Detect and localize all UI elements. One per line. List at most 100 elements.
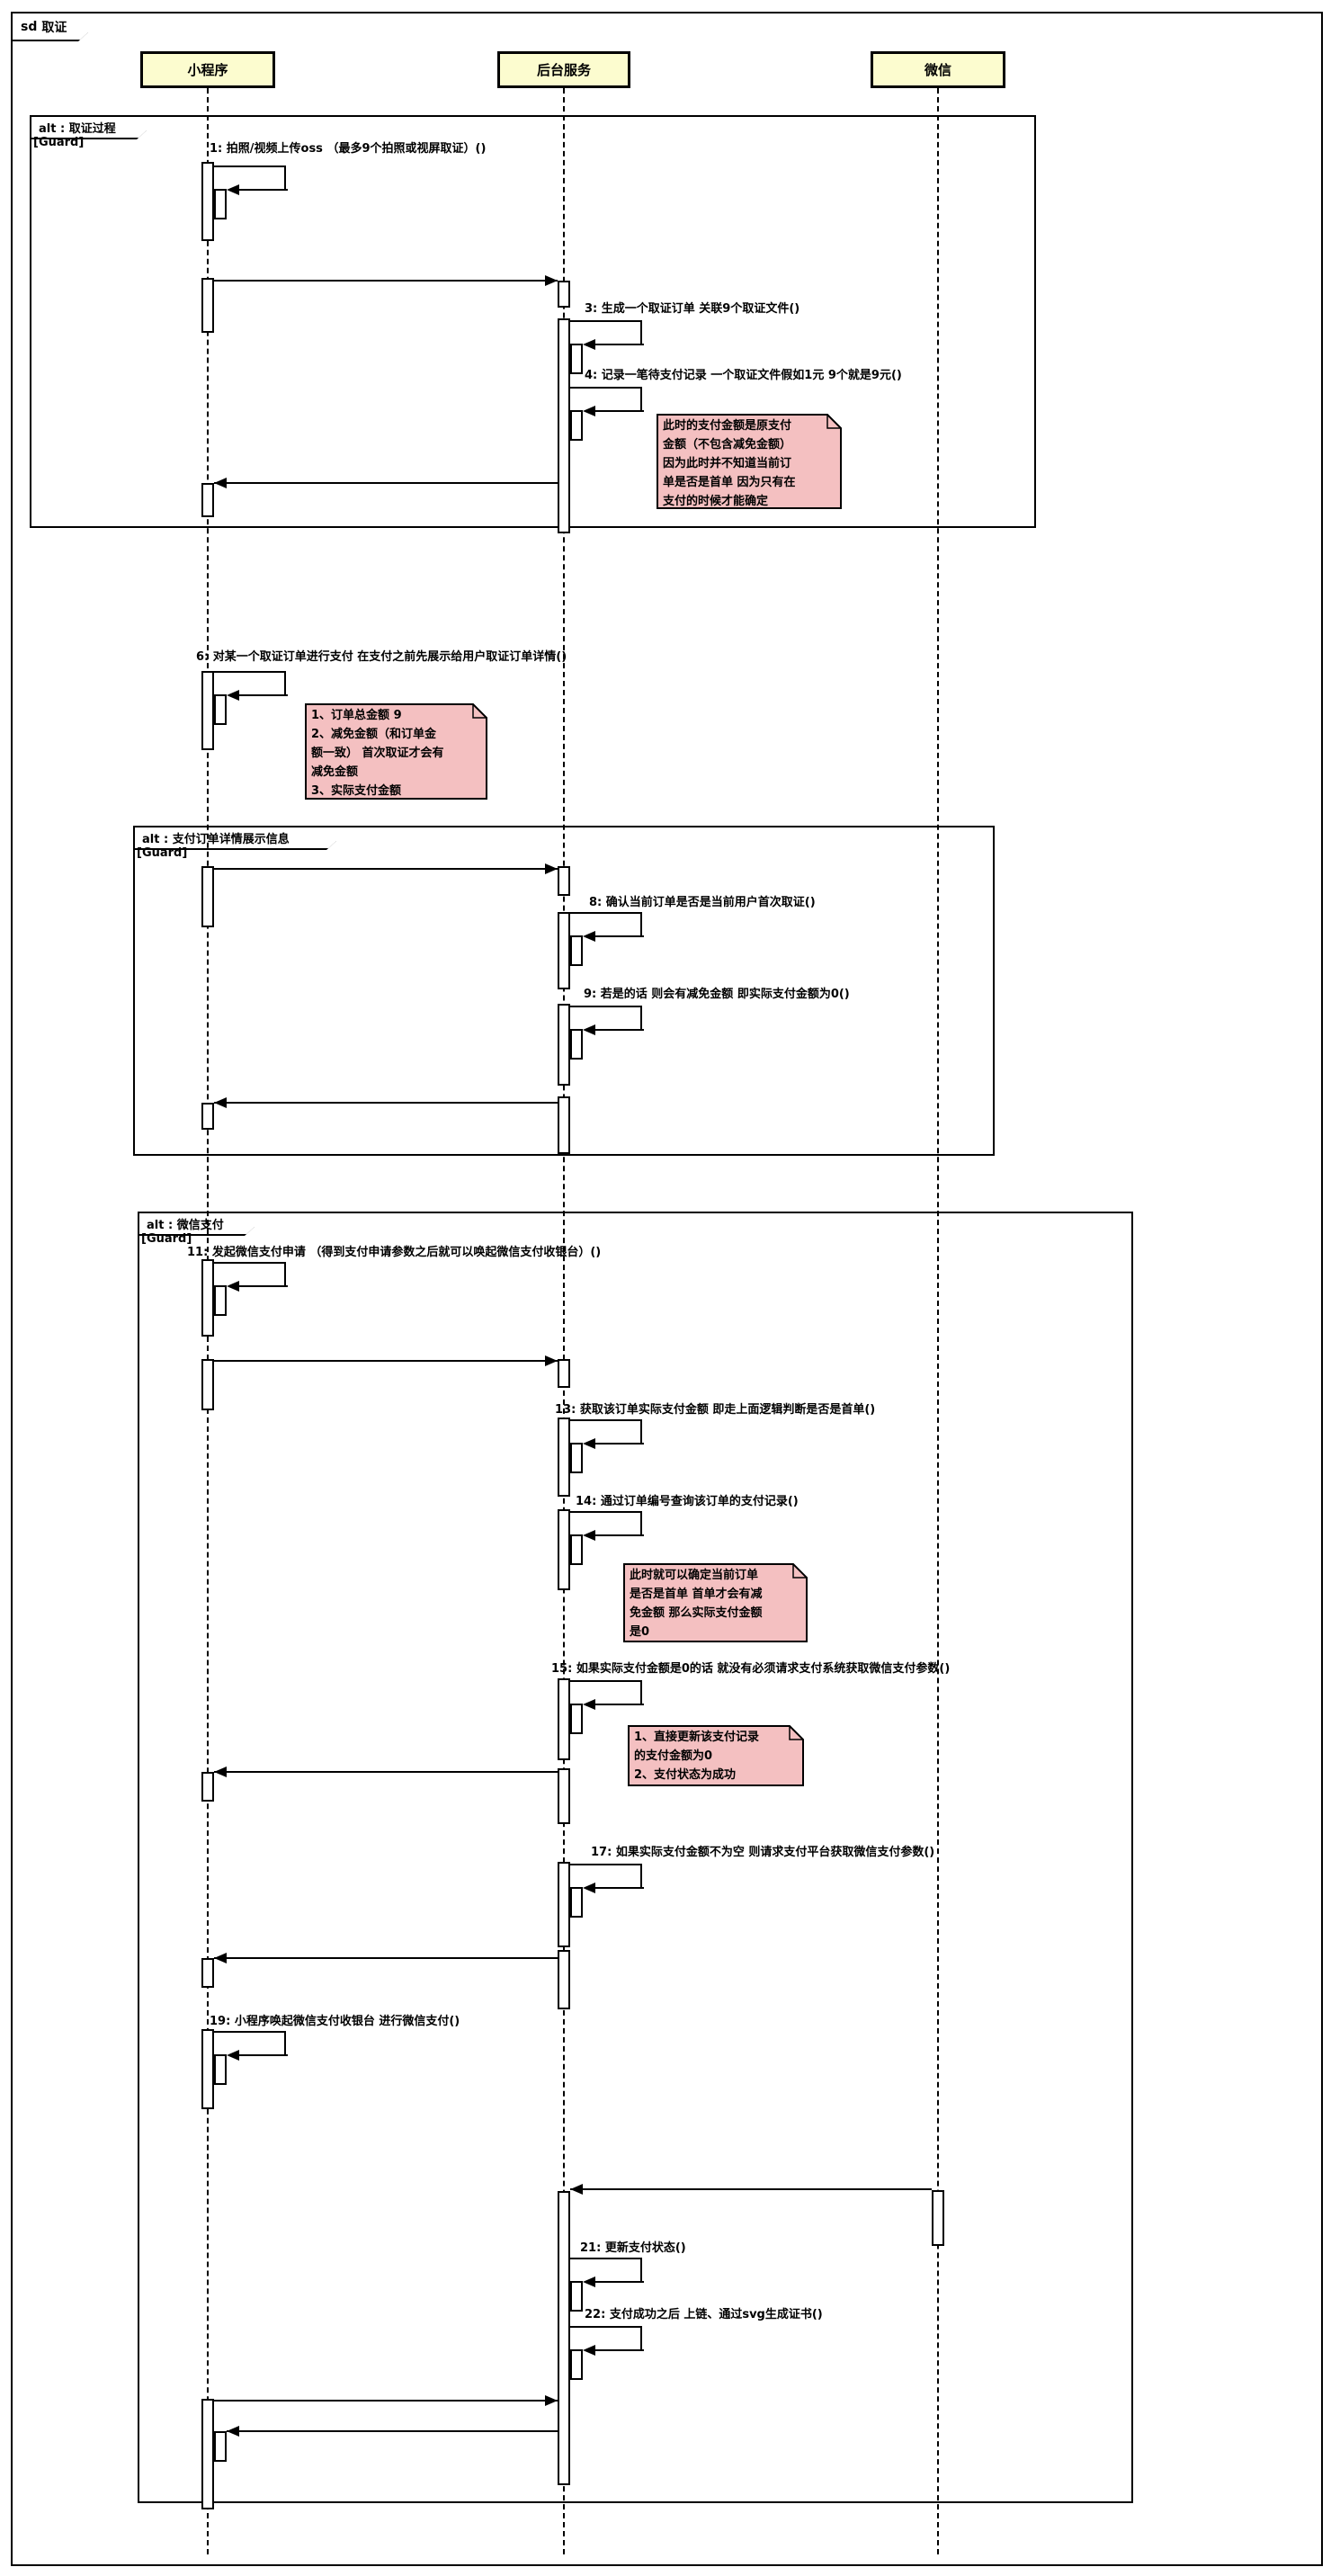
alt-fragment-guard-3: [Guard] — [141, 1232, 192, 1246]
message-6-line-bottom — [238, 694, 288, 696]
activation-bar-22 — [558, 1509, 570, 1590]
frame-keyword: sd — [21, 19, 38, 34]
message-2-line — [214, 280, 558, 282]
message-4-line-right — [640, 387, 642, 412]
alt-fragment-label-pentagon-2: alt : 支付订单详情展示信息 — [133, 826, 336, 850]
message-23.1-arrowhead-icon — [227, 2426, 239, 2437]
message-15-line-right — [640, 1680, 642, 1705]
message-15-nested-activation — [570, 1704, 583, 1734]
participant-label: 小程序 — [187, 62, 228, 78]
message-3-arrowhead-icon — [583, 339, 595, 350]
message-14-label: 14: 通过订单编号查询该订单的支付记录() — [576, 1495, 799, 1508]
message-4-arrowhead-icon — [583, 406, 595, 416]
activation-bar-15 — [558, 318, 570, 533]
message-9-line-right — [640, 1006, 642, 1031]
message-12-line — [214, 1360, 558, 1362]
activation-bar-18 — [558, 1004, 570, 1086]
message-6-nested-activation — [214, 694, 227, 725]
message-13-line-right — [640, 1419, 642, 1445]
participant-label: 后台服务 — [536, 62, 591, 78]
note-text: 1、直接更新该支付记录 的支付金额为0 2、支付状态为成功 — [634, 1731, 760, 1782]
message-4-line-bottom — [594, 410, 644, 412]
message-21-line-top — [570, 2258, 642, 2259]
alt-fragment-label: alt : 微信支付 — [147, 1219, 224, 1232]
message-14-line-bottom — [594, 1534, 644, 1536]
participant-box-2: 后台服务 — [497, 51, 630, 88]
message-22-line-bottom — [594, 2349, 644, 2351]
message-4-nested-activation — [570, 410, 583, 441]
message-8-label: 8: 确认当前订单是否是当前用户首次取证() — [589, 896, 816, 909]
message-7-arrowhead-icon — [545, 863, 558, 874]
diagram-frame — [11, 12, 1323, 2566]
message-8-nested-activation — [570, 935, 583, 966]
activation-bar-24 — [558, 1768, 570, 1824]
alt-fragment-label: alt : 取证过程 — [39, 122, 116, 136]
activation-bar-26 — [558, 1950, 570, 2009]
message-11-line-bottom — [238, 1285, 288, 1287]
message-21-nested-activation — [570, 2281, 583, 2312]
activation-bar-13 — [214, 2431, 227, 2462]
message-22-arrowhead-icon — [583, 2345, 595, 2356]
message-1-line-right — [284, 165, 286, 191]
activation-bar-10 — [201, 1958, 214, 1988]
message-8-line-bottom — [594, 935, 644, 937]
message-3-line-right — [640, 320, 642, 345]
message-10-line — [214, 1102, 558, 1104]
activation-bar-12 — [201, 2399, 214, 2509]
message-11-nested-activation — [214, 1285, 227, 1316]
alt-fragment-2 — [133, 826, 995, 1156]
message-4-label: 4: 记录一笔待支付记录 一个取证文件假如1元 9个就是9元() — [585, 369, 902, 382]
message-17-line-top — [570, 1864, 642, 1865]
message-20-arrowhead-icon — [570, 2184, 583, 2195]
message-9-line-top — [570, 1006, 642, 1007]
message-19-nested-activation — [214, 2054, 227, 2085]
frame-title: 取证 — [41, 20, 67, 35]
message-20-line — [570, 2188, 932, 2190]
message-23-arrowhead-icon — [545, 2395, 558, 2406]
activation-bar-8 — [201, 1359, 214, 1410]
note-shape — [623, 1563, 808, 1642]
message-19-line-right — [284, 2031, 286, 2056]
note-shape — [305, 703, 487, 800]
activation-bar-4 — [201, 671, 214, 750]
message-13-line-top — [570, 1419, 642, 1421]
participant-label: 微信 — [924, 62, 951, 78]
message-1-line-bottom — [238, 189, 288, 191]
message-9-nested-activation — [570, 1029, 583, 1060]
message-2-arrowhead-icon — [545, 275, 558, 286]
message-12-arrowhead-icon — [545, 1355, 558, 1366]
message-17-nested-activation — [570, 1887, 583, 1918]
message-22-line-right — [640, 2326, 642, 2351]
message-9-line-bottom — [594, 1029, 644, 1031]
message-3-line-bottom — [594, 344, 644, 345]
message-14-arrowhead-icon — [583, 1530, 595, 1541]
alt-fragment-label-pentagon-3: alt : 微信支付 — [138, 1212, 255, 1236]
note-text: 1、订单总金额 9 2、减免金额（和订单金 额一致） 首次取证才会有 减免金额 … — [311, 709, 444, 798]
note-2: 1、订单总金额 9 2、减免金额（和订单金 额一致） 首次取证才会有 减免金额 … — [305, 703, 487, 800]
message-17-label: 17: 如果实际支付金额不为空 则请求支付平台获取微信支付参数() — [591, 1846, 935, 1859]
message-3-nested-activation — [570, 344, 583, 374]
note-shape — [657, 414, 842, 509]
message-22-label: 22: 支付成功之后 上链、通过svg生成证书() — [585, 2308, 823, 2321]
activation-bar-6 — [201, 1103, 214, 1130]
lifeline-2 — [563, 88, 565, 2554]
message-6-line-right — [284, 671, 286, 696]
message-13-label: 13: 获取该订单实际支付金额 即走上面逻辑判断是否是首单() — [555, 1403, 876, 1417]
message-22-nested-activation — [570, 2349, 583, 2380]
message-10-arrowhead-icon — [214, 1097, 227, 1108]
message-22-line-top — [570, 2326, 642, 2328]
note-text: 此时的支付金额是原支付 金额（不包含减免金额） 因为此时并不知道当前订 单是否是… — [663, 419, 796, 508]
message-21-line-right — [640, 2258, 642, 2283]
activation-bar-14 — [558, 281, 570, 308]
message-14-line-top — [570, 1511, 642, 1513]
message-16-line — [214, 1771, 558, 1773]
activation-bar-28 — [932, 2190, 944, 2246]
message-3-label: 3: 生成一个取证订单 关联9个取证文件() — [585, 302, 800, 316]
activation-bar-27 — [558, 2191, 570, 2485]
activation-bar-9 — [201, 1772, 214, 1802]
alt-fragment-guard-2: [Guard] — [137, 846, 188, 860]
message-6-label: 6: 对某一个取证订单进行支付 在支付之前先展示给用户取证订单详情() — [196, 650, 567, 664]
message-5-arrowhead-icon — [214, 478, 227, 488]
alt-fragment-3 — [138, 1212, 1133, 2503]
activation-bar-2 — [201, 278, 214, 333]
